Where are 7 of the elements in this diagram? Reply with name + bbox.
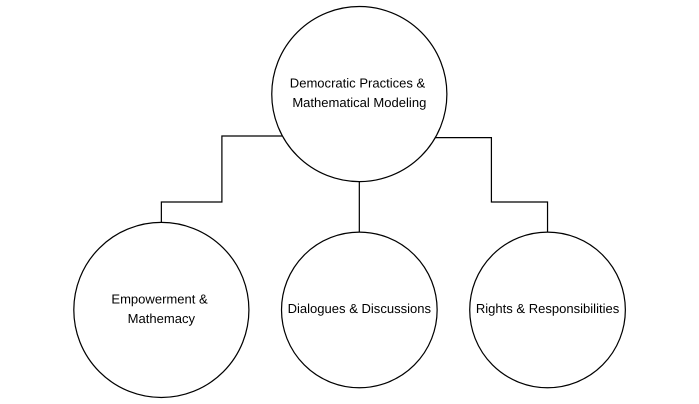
node-circle: Democratic Practices & Mathematical Modeling [271,6,448,182]
node-circle: Dialogues & Discussions [280,232,438,388]
connector [160,135,282,223]
connector [358,181,360,233]
node-circle: Empowerment & Mathemacy [73,222,250,398]
node-circle: Rights & Responsibilities [469,232,626,388]
connector [435,137,548,233]
